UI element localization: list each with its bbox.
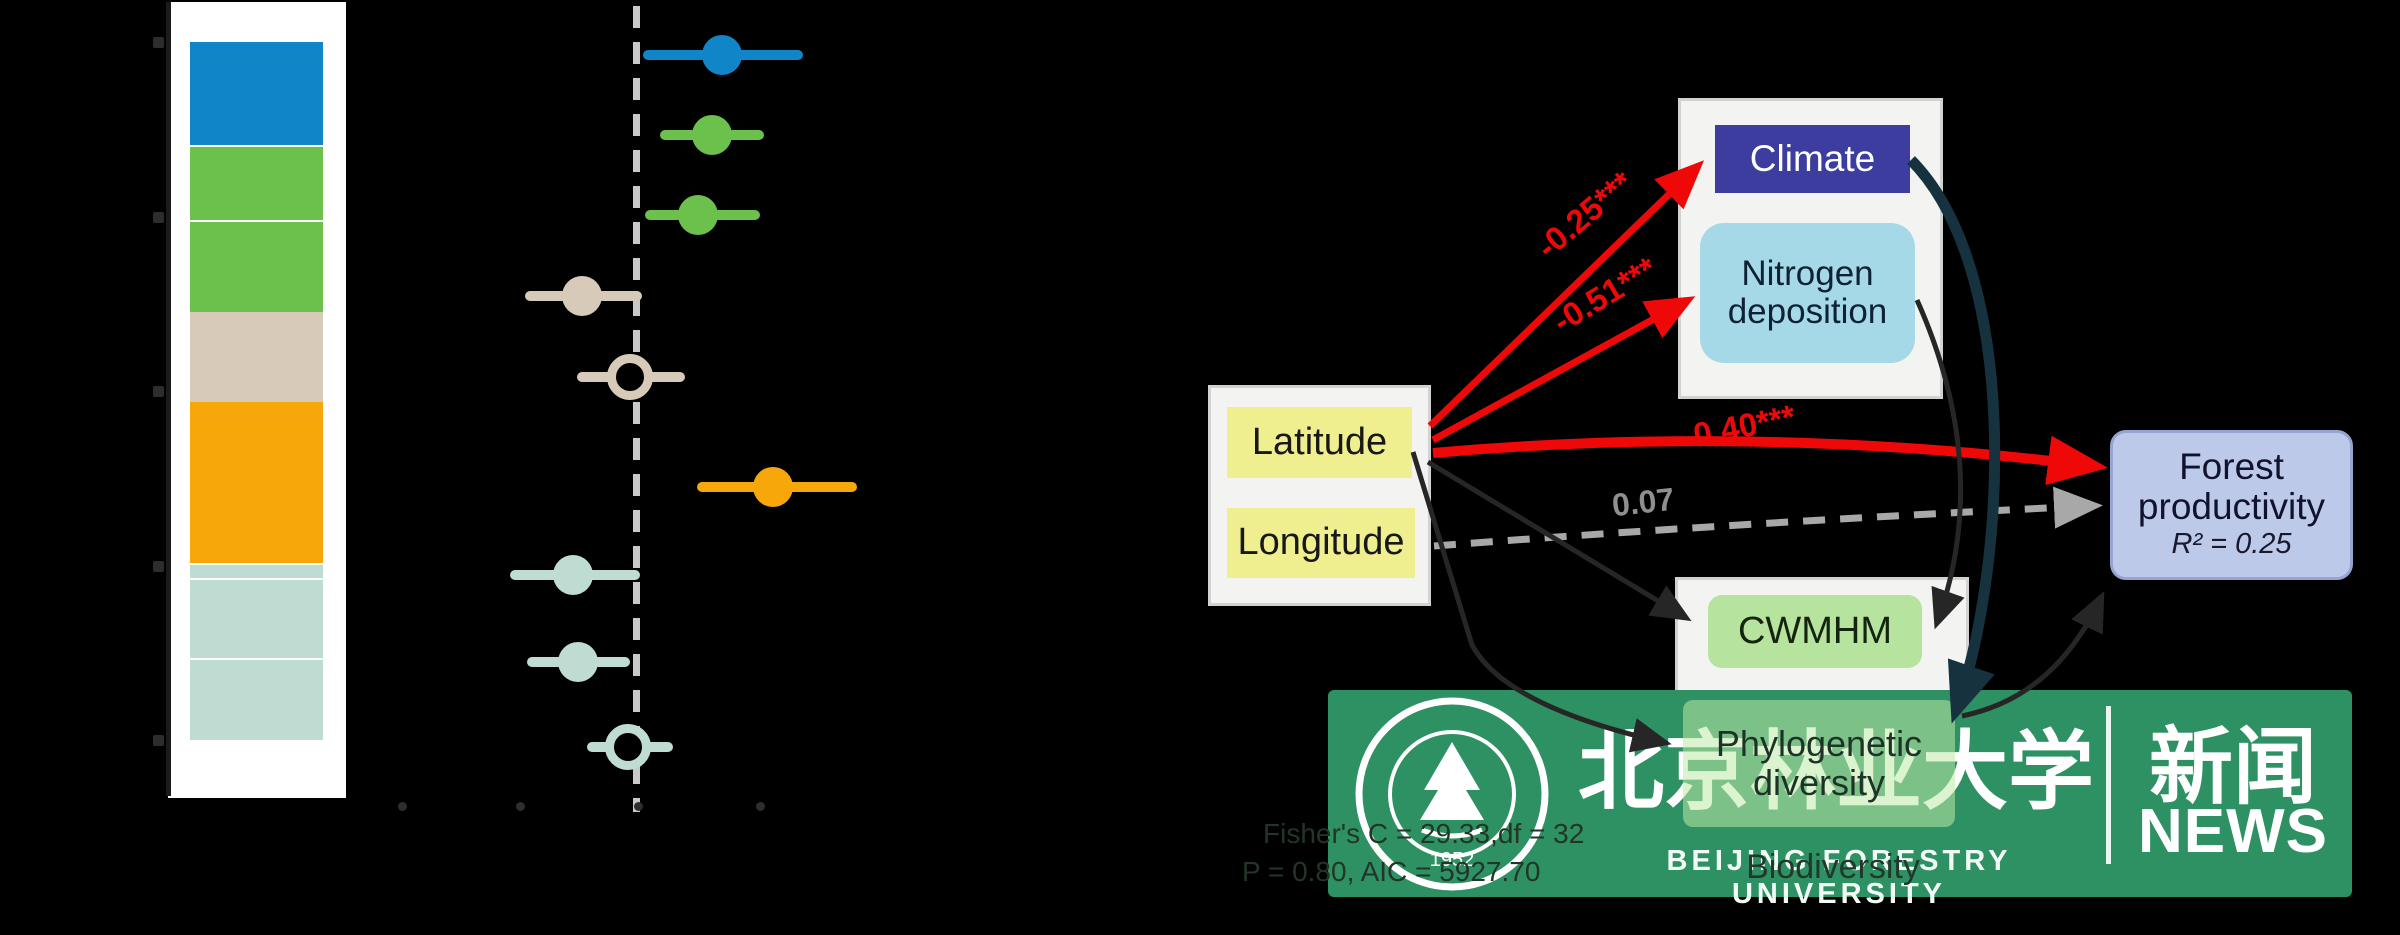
climate-box: Climate: [1715, 125, 1910, 193]
banner-university-name-en: BEIJING FORESTRY UNIVERSITY: [1666, 845, 2012, 910]
stacked-bar-segment-2: [190, 147, 323, 220]
stacked-bar-tick-5: [153, 735, 164, 746]
sem-fit-stats-line1: Fisher's C = 29.33,df = 32: [1263, 818, 1585, 849]
stacked-bar-segment-3: [190, 222, 323, 312]
nitrogen-deposition-box: Nitrogen deposition: [1700, 223, 1915, 363]
coef-longitude-forest-productivity: 0.07: [1610, 480, 1676, 524]
banner-news-label-cn: 新闻: [2148, 718, 2317, 816]
arrow-longitude-forest-productivity: [1433, 486, 2103, 550]
forest-plot-axis-tick-4: [756, 802, 765, 811]
estimate-dot-row-9-open: [605, 724, 651, 770]
logo-year: 1952: [1430, 849, 1475, 871]
longitude-box: Longitude: [1227, 508, 1415, 578]
estimate-dot-row-2: [692, 115, 732, 155]
cwmhm-label: CWMHM: [1737, 609, 1893, 652]
banner-news-label-en: NEWS: [2138, 797, 2328, 866]
estimate-dot-row-6: [753, 467, 793, 507]
stacked-bar-segment-5: [190, 402, 323, 563]
cwmhm-box: CWMHM: [1708, 595, 1922, 668]
longitude-label: Longitude: [1237, 521, 1405, 564]
estimate-dot-row-4: [562, 276, 602, 316]
forest-plot-axis-tick-3: [634, 802, 643, 811]
stacked-bar-segment-7: [190, 580, 323, 658]
stacked-bar-segment-4: [190, 312, 323, 402]
arrow-latitude-forest-productivity: [1432, 435, 2108, 486]
logo-tree-icon: [1420, 742, 1484, 820]
nitrogen-label: Nitrogen deposition: [1727, 254, 1888, 331]
forest-productivity-label: Forest productivity: [2137, 446, 2326, 527]
biodiversity-group-label: Biodiversity: [1746, 848, 1920, 886]
stacked-bar-tick-3: [153, 386, 164, 397]
forest-productivity-box: Forest productivity R² = 0.25: [2110, 430, 2353, 580]
stacked-bar-segment-8: [190, 660, 323, 740]
stacked-bar-y-axis: [166, 2, 171, 796]
latitude-label: Latitude: [1251, 420, 1388, 463]
estimate-dot-row-1: [702, 35, 742, 75]
stacked-bar-segment-1: [190, 42, 323, 145]
forest-plot-zero-line: [633, 6, 640, 812]
coef-latitude-climate: -0.25***: [1529, 163, 1641, 266]
phylogenetic-diversity-box: Phylogenetic diversity: [1683, 700, 1955, 827]
sem-fit-stats-line2: P = 0.80, AIC = 5927.70: [1242, 856, 1541, 887]
forest-productivity-r2: R² = 0.25: [2171, 527, 2292, 560]
stacked-bar-tick-1: [153, 37, 164, 48]
phylogenetic-diversity-label: Phylogenetic diversity: [1715, 722, 1923, 803]
stacked-bar-segment-6: [190, 565, 323, 578]
latitude-box: Latitude: [1227, 407, 1412, 478]
estimate-dot-row-3: [678, 195, 718, 235]
coef-latitude-nitrogen: -0.51***: [1546, 249, 1663, 340]
forest-plot-axis-tick-1: [398, 802, 407, 811]
estimate-dot-row-8: [558, 642, 598, 682]
stacked-bar-tick-4: [153, 561, 164, 572]
estimate-dot-row-5-open: [607, 354, 653, 400]
stacked-bar-tick-2: [153, 212, 164, 223]
forest-plot-axis-tick-2: [516, 802, 525, 811]
estimate-dot-row-7: [553, 555, 593, 595]
coef-latitude-forest-productivity: -0.40***: [1679, 397, 1799, 456]
banner-divider: [2106, 706, 2111, 864]
climate-label: Climate: [1749, 138, 1876, 180]
